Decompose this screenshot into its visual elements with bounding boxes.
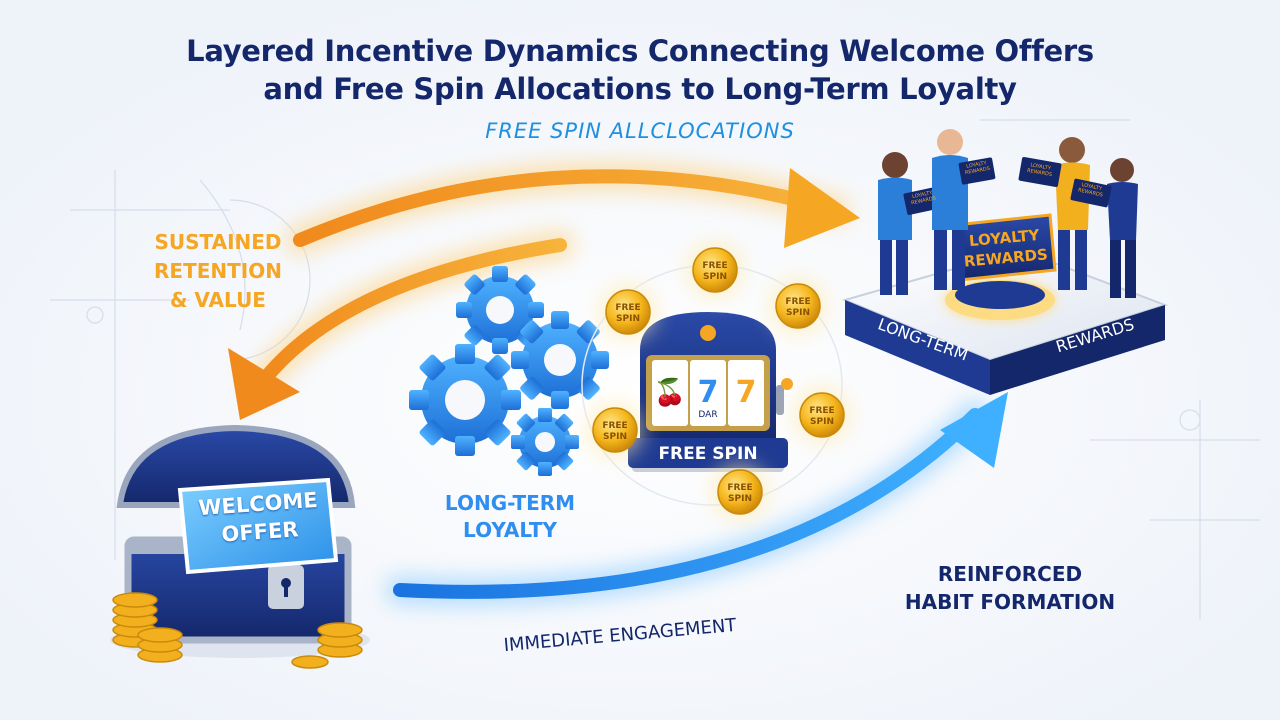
coin-stacks — [112, 592, 363, 669]
reinforced-habit-line-1: REINFORCED — [937, 562, 1083, 586]
title-line-1: Layered Incentive Dynamics Connecting We… — [186, 34, 1094, 68]
reinforced-habit-line-2: HABIT FORMATION — [904, 590, 1116, 614]
free-spin-coins: FREESPINFREESPINFREESPINFREESPINFREESPIN… — [587, 242, 850, 520]
coin-text-line-1: FREE — [602, 421, 627, 431]
gear-icon-small-bottom — [511, 408, 579, 476]
long-term-loyalty-line-1: LONG-TERM — [444, 491, 576, 515]
slot-free-spin-banner: FREE SPIN — [658, 444, 758, 464]
free-spin-allocations-label: FREE SPIN ALLCLOCATIONS — [485, 119, 795, 143]
coin-text-line-1: FREE — [615, 303, 640, 313]
person-4 — [1070, 158, 1138, 298]
gears-cluster — [409, 266, 609, 476]
welcome-offer-sign: WELCOME OFFER — [182, 485, 336, 551]
blue-arrow-bottom — [385, 392, 1008, 607]
background-blueprint-lines — [50, 119, 1260, 620]
slot-bar-label: DAR — [698, 410, 718, 420]
reinforced-habit-label: REINFORCED HABIT FORMATION — [880, 560, 1140, 616]
title-line-2: and Free Spin Allocations to Long-Term L… — [263, 72, 1017, 106]
sustained-retention-line-1: SUSTAINED — [154, 230, 282, 254]
people-group — [878, 129, 1138, 298]
long-term-loyalty-label: LONG-TERM LOYALTY — [425, 490, 595, 544]
person-1 — [878, 152, 941, 295]
sustained-retention-line-3: & VALUE — [170, 288, 266, 312]
coin-text-line-2: SPIN — [786, 308, 810, 318]
treasure-chest — [110, 424, 370, 658]
gear-icon-small-top — [456, 266, 544, 354]
slot-reel-1: 🍒 — [653, 378, 687, 408]
slot-reel-2: 7 — [697, 375, 719, 410]
sustained-retention-label: SUSTAINED RETENTION & VALUE — [128, 228, 308, 315]
coin-text-line-2: SPIN — [603, 432, 627, 442]
slot-machine — [628, 312, 793, 472]
orange-arrow-return — [228, 230, 575, 420]
gear-icon-medium — [511, 311, 609, 409]
coin-text-line-2: SPIN — [810, 417, 834, 427]
coin-text-line-2: SPIN — [616, 314, 640, 324]
coin-text-line-1: FREE — [809, 406, 834, 416]
coin-text-line-2: SPIN — [703, 272, 727, 282]
long-term-loyalty-line-2: LOYALTY — [463, 518, 557, 542]
sustained-retention-line-2: RETENTION — [154, 259, 282, 283]
orange-arrow-top — [285, 161, 860, 255]
coin-text-line-1: FREE — [727, 483, 752, 493]
coin-text-line-2: SPIN — [728, 494, 752, 504]
person-2 — [932, 129, 996, 290]
gear-icon-large — [409, 344, 521, 456]
slot-reel-3: 7 — [735, 375, 757, 410]
coin-text-line-1: FREE — [702, 261, 727, 271]
coin-text-line-1: FREE — [785, 297, 810, 307]
